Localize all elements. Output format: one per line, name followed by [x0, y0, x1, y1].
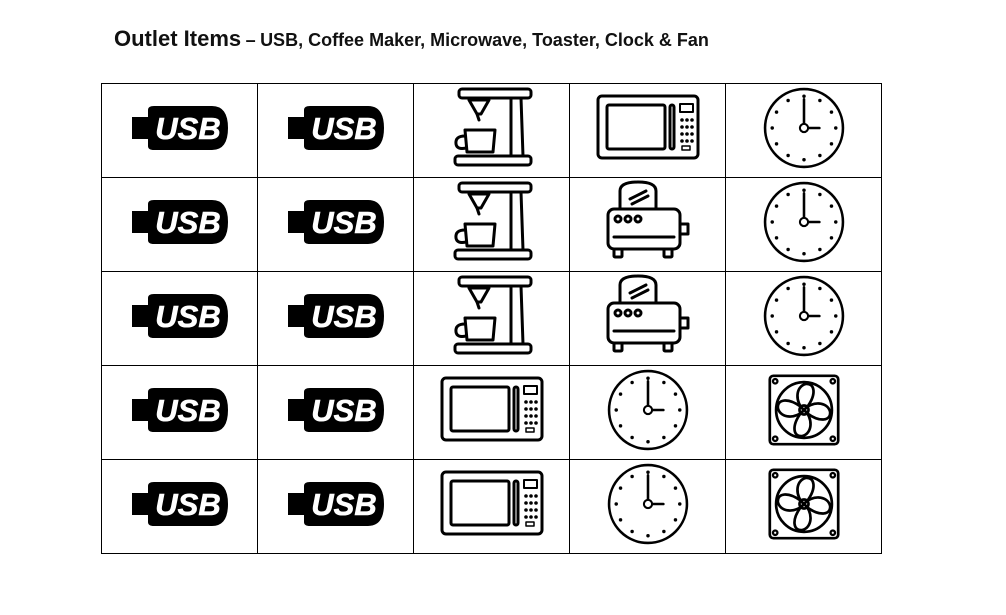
- grid-cell: USB: [257, 83, 414, 178]
- table-row: USB USB: [101, 271, 882, 366]
- fan-icon: [767, 468, 840, 540]
- coffee-maker-icon: [449, 274, 535, 358]
- grid-cell: USB: [257, 271, 414, 366]
- title-main: Outlet Items: [114, 26, 242, 51]
- grid-cell: [725, 177, 882, 272]
- svg-text:USB: USB: [311, 111, 376, 146]
- table-row: USB USB: [101, 177, 882, 272]
- usb-icon: USB: [128, 196, 232, 248]
- svg-text:USB: USB: [311, 205, 376, 240]
- grid-cell: USB: [101, 177, 258, 272]
- grid-cell: USB: [257, 365, 414, 460]
- grid-cell: [569, 271, 726, 366]
- outlet-items-table: USB USB USB USB USB USB USB USB USB USB: [101, 83, 882, 554]
- usb-icon: USB: [284, 478, 388, 530]
- coffee-maker-icon: [449, 86, 535, 170]
- title-separator: –: [245, 30, 256, 50]
- toaster-icon: [604, 273, 692, 359]
- svg-text:USB: USB: [155, 205, 220, 240]
- svg-text:USB: USB: [311, 393, 376, 428]
- usb-icon: USB: [284, 384, 388, 436]
- clock-icon: [607, 463, 689, 545]
- usb-icon: USB: [284, 196, 388, 248]
- grid-cell: USB: [101, 365, 258, 460]
- table-row: USB USB: [101, 83, 882, 178]
- table-row: USB USB: [101, 459, 882, 554]
- grid-cell: [569, 177, 726, 272]
- grid-cell: USB: [257, 177, 414, 272]
- svg-text:USB: USB: [311, 299, 376, 334]
- grid-cell: [413, 177, 570, 272]
- usb-icon: USB: [284, 102, 388, 154]
- usb-icon: USB: [284, 290, 388, 342]
- usb-icon: USB: [128, 290, 232, 342]
- usb-icon: USB: [128, 478, 232, 530]
- clock-icon: [763, 181, 845, 263]
- page-title: Outlet Items – USB, Coffee Maker, Microw…: [114, 26, 709, 52]
- grid-cell: [569, 83, 726, 178]
- microwave-icon: [440, 376, 544, 444]
- svg-text:USB: USB: [155, 393, 220, 428]
- title-subtitle: USB, Coffee Maker, Microwave, Toaster, C…: [260, 30, 709, 50]
- svg-text:USB: USB: [155, 487, 220, 522]
- grid-cell: [725, 271, 882, 366]
- grid-cell: [413, 271, 570, 366]
- grid-cell: USB: [257, 459, 414, 554]
- grid-cell: USB: [101, 271, 258, 366]
- microwave-icon: [440, 470, 544, 538]
- fan-icon: [767, 374, 840, 446]
- table-row: USB USB: [101, 365, 882, 460]
- grid-cell: [725, 83, 882, 178]
- grid-cell: [725, 365, 882, 460]
- grid-cell: [413, 459, 570, 554]
- clock-icon: [763, 87, 845, 169]
- clock-icon: [607, 369, 689, 451]
- grid-cell: [569, 459, 726, 554]
- usb-icon: USB: [128, 102, 232, 154]
- usb-icon: USB: [128, 384, 232, 436]
- svg-text:USB: USB: [311, 487, 376, 522]
- grid-cell: [725, 459, 882, 554]
- svg-text:USB: USB: [155, 299, 220, 334]
- microwave-icon: [596, 94, 700, 162]
- toaster-icon: [604, 179, 692, 265]
- grid-cell: [413, 365, 570, 460]
- grid-cell: USB: [101, 459, 258, 554]
- svg-text:USB: USB: [155, 111, 220, 146]
- clock-icon: [763, 275, 845, 357]
- grid-cell: USB: [101, 83, 258, 178]
- coffee-maker-icon: [449, 180, 535, 264]
- grid-cell: [413, 83, 570, 178]
- grid-cell: [569, 365, 726, 460]
